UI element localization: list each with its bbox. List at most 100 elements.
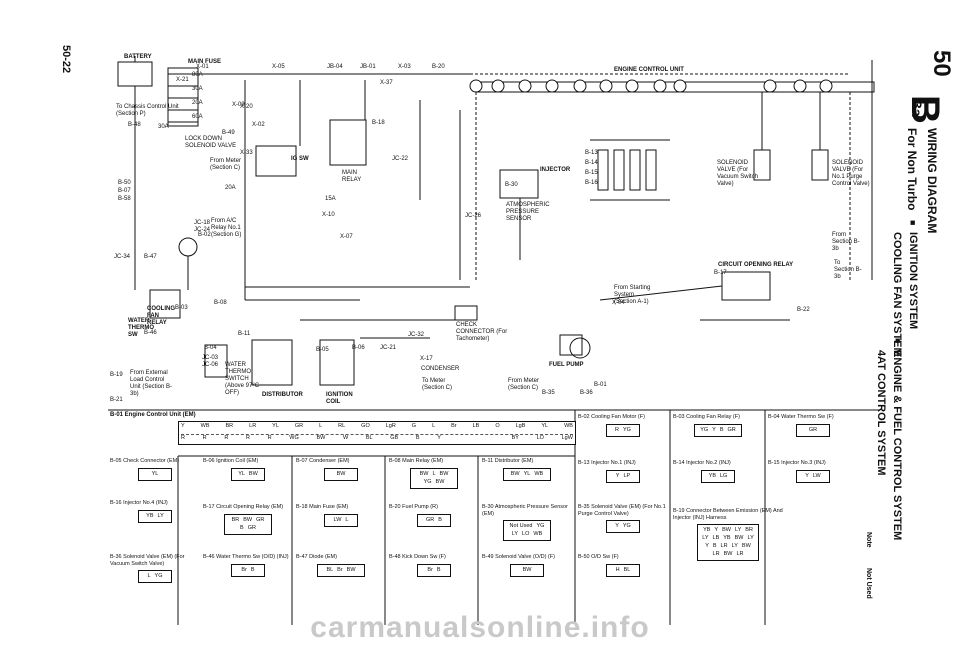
connector-pin: BW [243,516,253,523]
wire-code-b-16: B-16 [585,180,598,186]
section-sub: 3a [909,101,925,117]
connector-pin: LR [712,551,720,557]
ecu-pin-1-17: WB [564,423,573,429]
connector-title: B-46 Water Thermo Sw (O/D) (INJ) [203,554,289,560]
ecu-pin-6 [625,79,639,93]
connector-pin: Y [714,527,719,533]
injector-0 [597,149,609,191]
fuse-30a-2: 30A [158,124,169,130]
wire-code-b-21: B-21 [110,397,123,403]
connector-pin: B [436,566,441,573]
condenser-label: CONDENSER [421,366,460,372]
connector-pin: LB [712,535,720,541]
connector-pin: BW [435,478,445,485]
ecu-pin-1-1: WB [200,423,210,429]
injector-label: INJECTOR [540,167,571,173]
connector-pin: LR [720,543,728,549]
connector-title: B-15 Injector No.3 (INJ) [768,460,826,466]
connector-pin: WB [533,531,543,537]
connector-pin: BW [248,470,258,477]
connector-face: BW [324,467,358,481]
ecu-pin-2-9: GB [390,435,399,441]
wire-code-jc-26: JC-26 [465,213,482,219]
connector-pin: BL [326,566,334,573]
wire-code-b-48: B-48 [128,122,141,128]
wire-code-x-20: X-20 [240,104,253,110]
connector-b-49: B-49 Solenoid Valve (O/D) (F)BW [482,554,572,577]
solenoid-right-label: SOLENOID VALVE (For No.1 Purge Control V… [832,160,870,187]
ecu-pin-1-6: L [319,423,323,429]
ecu-pin-10 [793,79,807,93]
wire-code-jc-03: JC-03 [202,355,219,361]
water-thermo-sw-label: WATER THERMO SW [128,318,154,338]
connector-face: YL [138,467,172,481]
connector-pin: YG [154,573,163,579]
main-relay-label: MAIN RELAY [342,170,362,183]
water-thermo-switch-label: WATER THERMO SWITCH (Above 97°C OFF) [225,362,260,396]
connector-pin: BR [231,516,240,523]
atmospheric-sensor-label: ATMOSPHERIC PRESSURE SENSOR [506,202,550,222]
title-main: WIRING DIAGRAM [925,128,939,234]
wire-code-x-17: X-17 [420,356,433,362]
ecu-pin-1-4: YL [272,423,279,429]
wire-code-x-33: X-33 [240,150,253,156]
connector-pin: BW [734,535,744,541]
ecu-pin-2-16: LO [536,435,544,441]
wire-code-b-19: B-19 [110,372,123,378]
check-connector-label: CHECK CONNECTOR (For Tachometer) [456,322,508,342]
note-text: Not Used [865,568,872,599]
connector-pin: YG [700,426,709,433]
connector-pin: GR [727,426,736,433]
sys-1-bullet: ■ [908,220,918,226]
ecu-pin-1-3: LR [249,423,257,429]
solenoid-right-box [811,149,829,181]
injector-2 [629,149,641,191]
connector-pin: B [240,524,244,531]
ecu-pin-5 [599,79,613,93]
ecu-pin-1-16: YL [541,423,549,429]
ecu-label: ENGINE CONTROL UNIT [614,67,684,73]
connector-pin: LO [522,531,530,537]
connector-pin: LR [736,551,744,557]
wire-code-jc-06: JC-06 [202,362,219,368]
ecu-pin-2-17: LgW [561,435,573,441]
wire-code-b-22: B-22 [797,307,810,313]
wire-code-b-08: B-08 [214,300,227,306]
water-thermo-box [204,344,228,378]
connector-title: B-49 Solenoid Valve (O/D) (F) [482,554,555,560]
connector-pin: Not Used [509,523,533,529]
wire-code-jc-21: JC-21 [380,345,397,351]
battery-label: BATTERY [124,54,152,60]
connector-title: B-06 Ignition Coil (EM) [203,458,259,464]
distributor-label: DISTRIBUTOR [262,392,303,398]
connector-pin: BW [336,470,346,477]
section-g-label: (Section G) [211,232,242,238]
connector-pin: YG [623,426,631,433]
connector-pin: YG [622,523,631,529]
wire-code-jb-01: JB-01 [360,64,376,70]
wire-code-b-03: B-03 [175,305,188,311]
ecu-pin-2-5: WG [289,435,299,441]
fuse-60a: 60A [192,114,203,120]
fuel-pump-symbol [569,337,591,359]
wire-code-x-02: X-02 [252,122,265,128]
ig-sw-label: IG SW [291,156,309,162]
from-starting-label: From Starting System (Section A-1) [614,285,651,305]
wire-code-b-47: B-47 [144,254,157,260]
fuse-20a-2: 20A [225,185,236,191]
connector-pin: Y [615,472,620,479]
ecu-pin-2-10: B [415,435,420,441]
relay-feed [599,285,723,301]
connector-pin: Br [337,566,343,573]
ecu-pin-0 [469,79,483,93]
connector-pin: L [345,516,349,523]
